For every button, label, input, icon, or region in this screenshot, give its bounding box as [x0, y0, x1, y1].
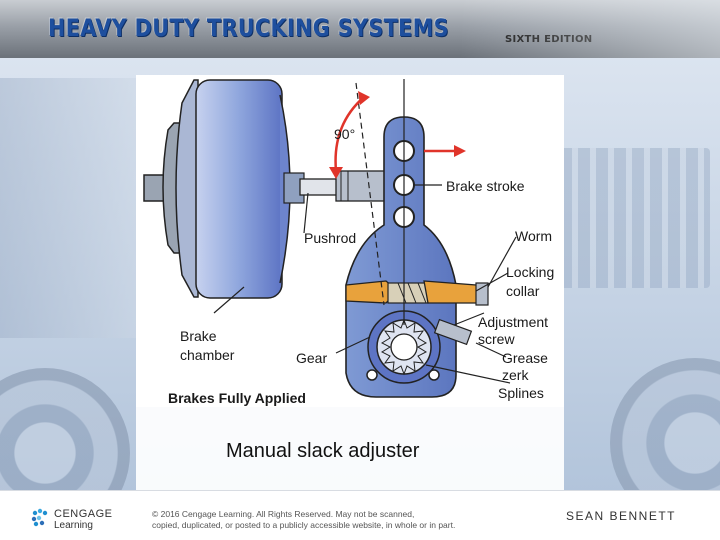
- locking-label: Locking: [506, 264, 554, 280]
- gear-shape: [367, 310, 441, 384]
- brake-state-label: Brakes Fully Applied: [168, 390, 306, 406]
- collar-label: collar: [506, 283, 540, 299]
- publisher-name: CENGAGE: [54, 508, 113, 520]
- copyright-notice: © 2016 Cengage Learning. All Rights Rese…: [152, 509, 522, 531]
- zerk-label: zerk: [502, 367, 529, 383]
- slide-footer: [0, 490, 720, 540]
- brake-chamber-shape: [143, 79, 305, 299]
- leader-lines: [213, 184, 517, 384]
- publisher-sub: Learning: [54, 520, 93, 531]
- worm-label: Worm: [515, 228, 552, 244]
- splines-label: Splines: [498, 385, 544, 401]
- caption-panel: [136, 407, 564, 490]
- slack-adjuster-diagram: 90° Brake stroke Pushrod Worm Locking co…: [143, 79, 554, 406]
- chamber-label: chamber: [180, 347, 235, 363]
- pushrod-label: Pushrod: [304, 230, 356, 246]
- gear-label: Gear: [296, 350, 327, 366]
- truck-wheel-right: [610, 358, 720, 490]
- book-title: HEAVY DUTY TRUCKING SYSTEMS: [48, 14, 449, 42]
- slide-header: HEAVY DUTY TRUCKING SYSTEMS SIXTH EDITIO…: [0, 0, 720, 58]
- copyright-line-2: copied, duplicated, or posted to a publi…: [152, 520, 456, 530]
- grease-label: Grease: [502, 350, 548, 366]
- brake-label: Brake: [180, 328, 217, 344]
- travel-indicators: [329, 79, 466, 325]
- angle-label: 90°: [334, 126, 355, 142]
- truck-wheel-left: [0, 368, 130, 490]
- slide-caption: Manual slack adjuster: [226, 440, 420, 462]
- worm-collar-shape: [345, 280, 489, 346]
- adjustment-label: Adjustment: [478, 314, 548, 330]
- author-name: SEAN BENNETT: [566, 509, 677, 523]
- screw-label: screw: [478, 331, 515, 347]
- book-edition: SIXTH EDITION: [505, 34, 593, 45]
- pushrod-shape: [299, 170, 389, 202]
- cengage-logo-icon: [31, 508, 48, 527]
- brake-stroke-label: Brake stroke: [446, 178, 525, 194]
- copyright-line-1: © 2016 Cengage Learning. All Rights Rese…: [152, 509, 415, 519]
- truck-body-shape: [0, 78, 140, 338]
- truck-grille-shape: [560, 148, 710, 288]
